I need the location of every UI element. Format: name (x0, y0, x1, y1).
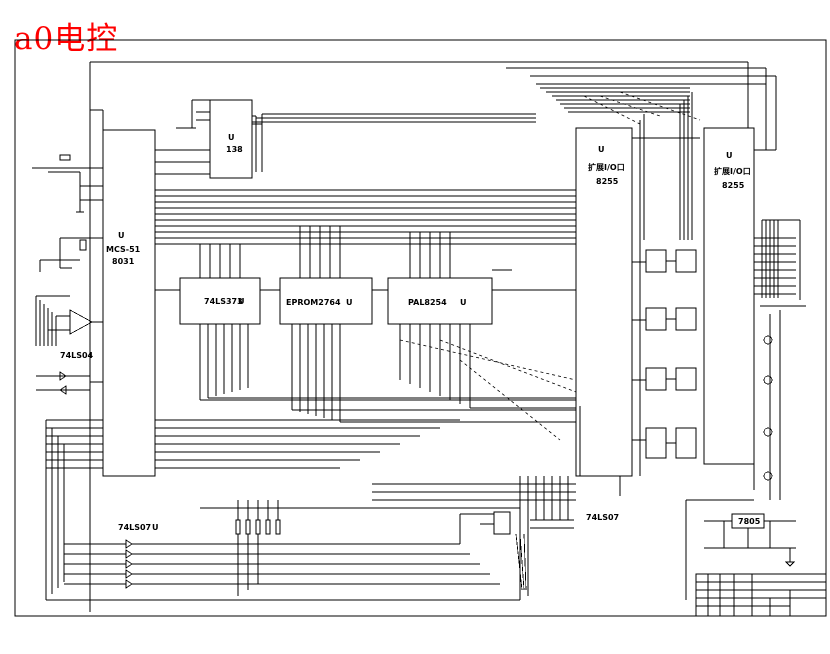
mid-vertical-bus (199, 226, 577, 441)
gate-74ls04: 74LS04 (60, 351, 94, 360)
u4-type: EPROM2764 (286, 298, 341, 307)
u7-number: 8255 (722, 181, 745, 190)
u2-type: 138 (226, 145, 243, 154)
u5-name: U (460, 298, 467, 307)
u5-type: PAL8254 (408, 298, 447, 307)
diagram-title: a0电控 (14, 21, 119, 57)
u3-name: U (238, 297, 245, 306)
u1-name: U (118, 231, 125, 240)
u6-name: U (598, 145, 605, 154)
title-block (695, 573, 827, 617)
clock-reset-circuits (32, 154, 103, 272)
gate-74ls07-mid-type: 74LS07 (586, 513, 619, 522)
chip-u2-decoder: U 138 (176, 99, 263, 179)
u7-desc: 扩展I/O口 (714, 166, 751, 176)
chip-u6-8255: U 扩展I/O口 8255 (575, 127, 700, 477)
u4-name: U (346, 298, 353, 307)
gate-74ls07-left: 74LS07 U (46, 523, 520, 601)
u3-type: 74LS373 (204, 297, 243, 306)
u6-number: 8255 (596, 177, 619, 186)
u2-name: U (228, 133, 235, 142)
chip-u5-pal: PAL8254 U (387, 269, 512, 325)
chip-u3-latch: 74LS373 U (179, 277, 280, 325)
gate-74ls07-left-type: 74LS07 (118, 523, 151, 532)
u1-type: MCS-51 (106, 245, 141, 254)
resistor-network (200, 500, 520, 596)
gate-74ls07-mid: 74LS07 (372, 406, 632, 600)
u1-number: 8031 (112, 257, 135, 266)
u6-desc: 扩展I/O口 (588, 162, 625, 172)
regulator-type: 7805 (738, 517, 761, 526)
u7-name: U (726, 151, 733, 160)
comparator-section: 74LS04 (35, 295, 103, 395)
regulator-7805: 7805 (685, 499, 796, 600)
driver-blocks (639, 92, 697, 476)
gate-74ls07-left-name: U (152, 523, 159, 532)
chip-u4-eprom: EPROM2764 U (279, 277, 373, 325)
drawing-frame (14, 39, 827, 617)
chip-u1-mcs51: U MCS-51 8031 (45, 109, 576, 600)
chip-u7-8255: U 扩展I/O口 8255 (703, 62, 777, 490)
right-keypad (754, 219, 806, 500)
top-bus-lines (89, 61, 776, 612)
